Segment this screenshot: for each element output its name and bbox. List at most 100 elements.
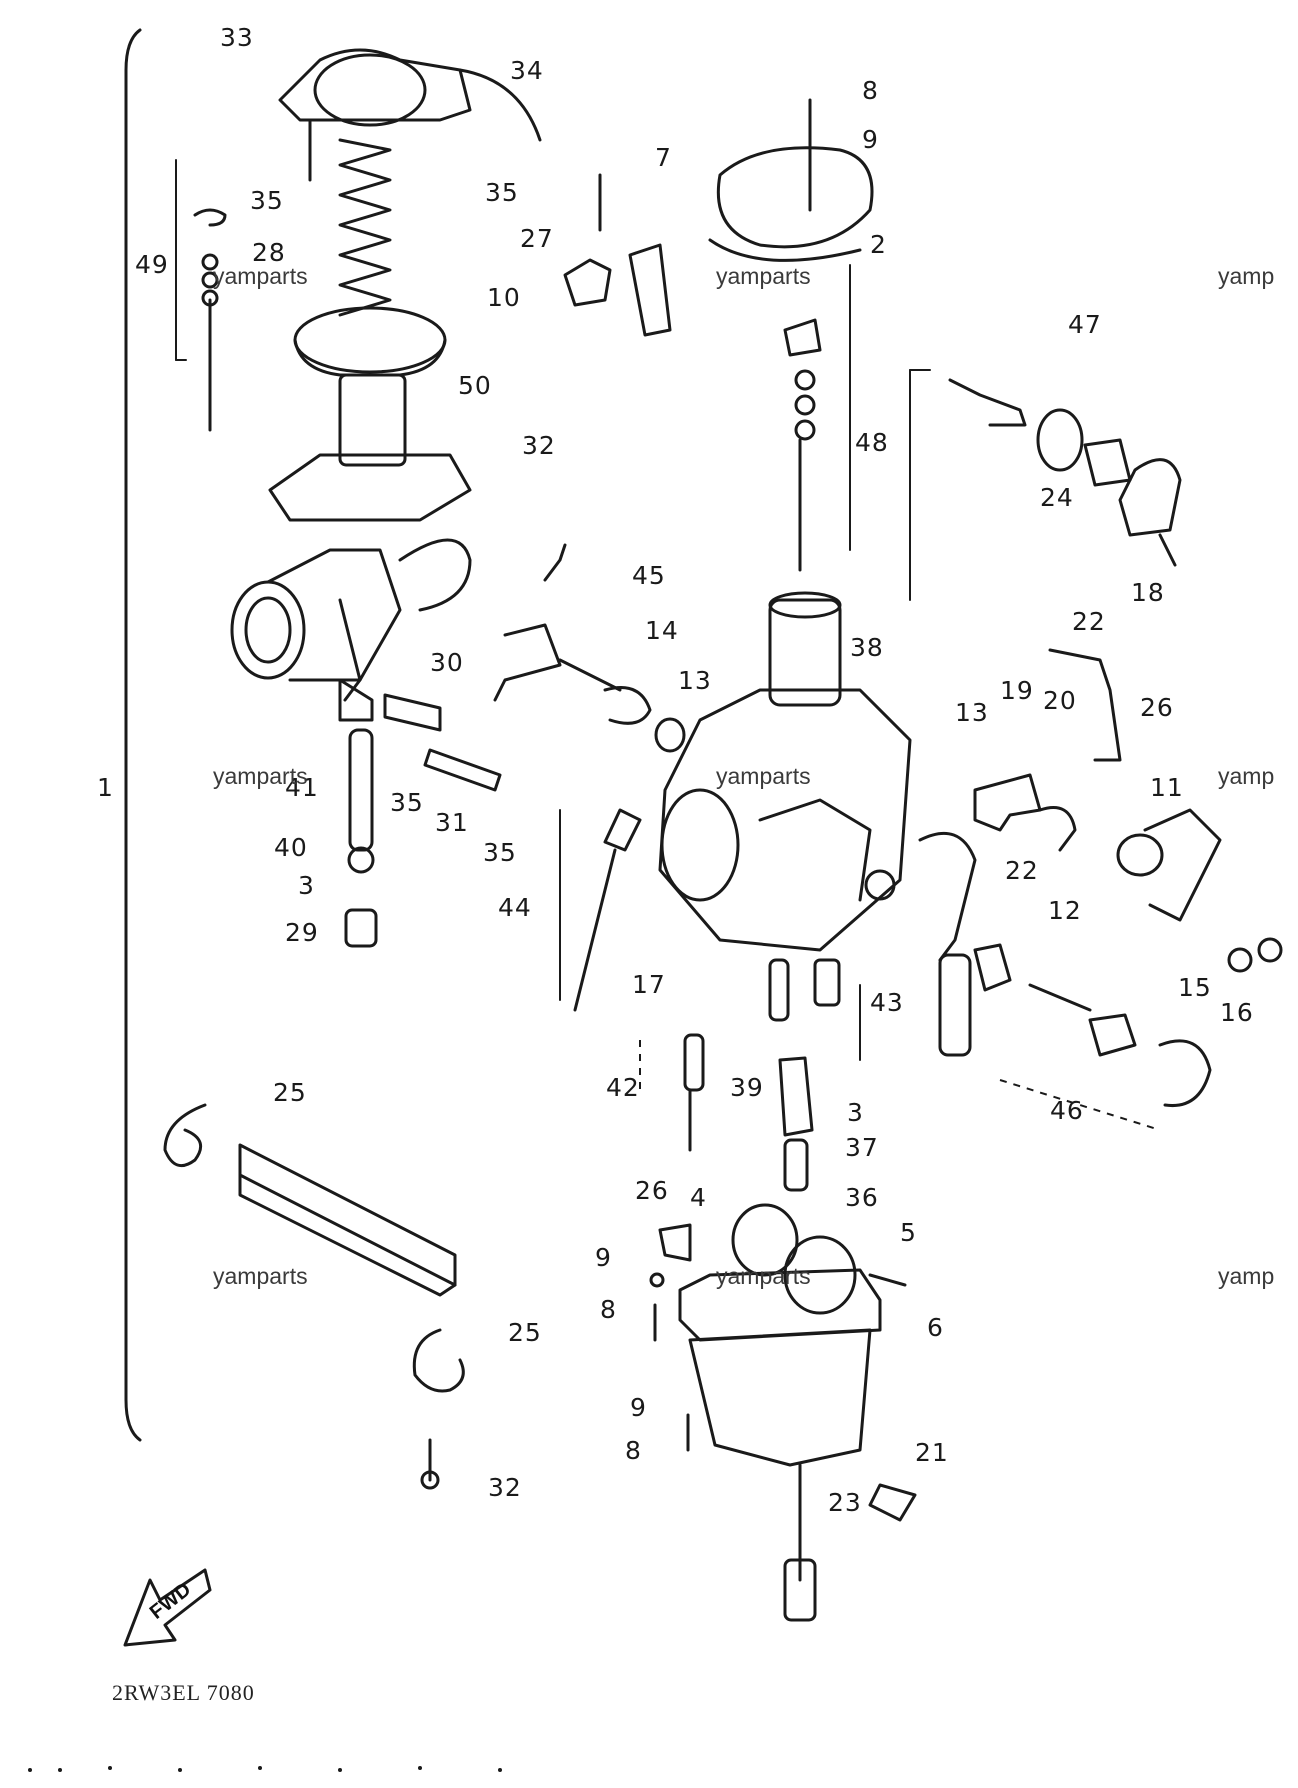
part-label-45: 45 [632, 561, 666, 590]
part-label-5: 5 [900, 1218, 917, 1247]
watermark: yamparts [213, 1263, 308, 1289]
drawing-code: 2RW3EL 7080 [112, 1680, 255, 1705]
part-label-3: 3 [298, 871, 315, 900]
diaphragm [268, 306, 472, 522]
return-spring-25a [163, 1103, 207, 1168]
part-label-35: 35 [390, 788, 424, 817]
main-jet-stack [683, 958, 841, 1192]
part-label-18: 18 [1131, 578, 1165, 607]
part-label-1: 1 [97, 773, 114, 802]
float-bowl [678, 1203, 917, 1622]
part-label-11: 11 [1150, 773, 1184, 802]
part-label-6: 6 [927, 1313, 944, 1342]
part-label-16: 16 [1220, 998, 1254, 1027]
watermark: yamparts [716, 1263, 811, 1289]
scan-noise [28, 1766, 502, 1772]
part-label-50: 50 [458, 371, 492, 400]
part-label-13: 13 [955, 698, 989, 727]
part-label-32: 32 [522, 431, 556, 460]
part-label-49: 49 [135, 250, 169, 279]
part-label-4: 4 [690, 1183, 707, 1212]
watermark: yamparts [716, 263, 811, 289]
carb-body-left [230, 538, 472, 702]
watermark: yamparts [716, 763, 811, 789]
part-label-47: 47 [1068, 310, 1102, 339]
fwd-arrow [123, 1568, 212, 1647]
watermark: yamp [1218, 763, 1275, 789]
part-label-9: 9 [595, 1243, 612, 1272]
throttle-spring [338, 138, 392, 317]
part-label-12: 12 [1048, 896, 1082, 925]
part-label-2: 2 [870, 230, 887, 259]
throttle-cable-bracket [973, 773, 1283, 973]
part-label-33: 33 [220, 23, 254, 52]
float-pin-parts [649, 1223, 692, 1452]
part-label-23: 23 [828, 1488, 862, 1517]
part-label-26: 26 [635, 1176, 669, 1205]
part-label-24: 24 [1040, 483, 1074, 512]
idle-mixture-screw [338, 678, 378, 948]
part-label-29: 29 [285, 918, 319, 947]
part-label-19: 19 [1000, 676, 1034, 705]
assembly-bracket [124, 28, 142, 1442]
part-label-31: 31 [435, 808, 469, 837]
part-label-15: 15 [1178, 973, 1212, 1002]
part-label-35: 35 [483, 838, 517, 867]
jet-needle-assembly [175, 159, 227, 432]
part-label-44: 44 [498, 893, 532, 922]
accelerator-pump-47 [909, 369, 1182, 601]
part-label-43: 43 [870, 988, 904, 1017]
part-label-37: 37 [845, 1133, 879, 1162]
part-label-41: 41 [285, 773, 319, 802]
watermark: yamparts [213, 263, 308, 289]
part-label-21: 21 [915, 1438, 949, 1467]
part-label-8: 8 [625, 1436, 642, 1465]
carb-top-cap [278, 48, 542, 182]
part-label-27: 27 [520, 224, 554, 253]
watermark: yamparts [213, 763, 308, 789]
part-label-22: 22 [1072, 607, 1106, 636]
part-label-42: 42 [606, 1073, 640, 1102]
air-screw-46 [973, 943, 1212, 1108]
part-label-17: 17 [632, 970, 666, 999]
part-label-8: 8 [600, 1295, 617, 1324]
part-label-9: 9 [862, 125, 879, 154]
part-label-10: 10 [487, 283, 521, 312]
part-label-38: 38 [850, 633, 884, 662]
part-label-25: 25 [508, 1318, 542, 1347]
part-label-34: 34 [510, 56, 544, 85]
part-label-48: 48 [855, 428, 889, 457]
idle-hose-22 [918, 648, 1122, 1057]
part-label-28: 28 [252, 238, 286, 267]
watermark: yamp [1218, 263, 1275, 289]
top-cover-2 [708, 98, 874, 262]
part-label-25: 25 [273, 1078, 307, 1107]
part-label-40: 40 [274, 833, 308, 862]
part-label-46: 46 [1050, 1096, 1084, 1125]
pilot-screw-30-31 [383, 693, 502, 792]
part-label-14: 14 [645, 616, 679, 645]
return-spring-25b [412, 1328, 465, 1393]
part-label-13: 13 [678, 666, 712, 695]
carb-main-body [658, 591, 912, 952]
screw-32b [420, 1438, 440, 1490]
throttle-stop-screw-44 [573, 808, 642, 1012]
watermark: yamp [1218, 1263, 1275, 1289]
part-label-30: 30 [430, 648, 464, 677]
part-label-35: 35 [250, 186, 284, 215]
part-label-8: 8 [862, 76, 879, 105]
part-label-22: 22 [1005, 856, 1039, 885]
part-label-20: 20 [1043, 686, 1077, 715]
part-label-35: 35 [485, 178, 519, 207]
part-label-3: 3 [847, 1098, 864, 1127]
part-label-9: 9 [630, 1393, 647, 1422]
jet-needle-48 [783, 264, 851, 572]
part-label-39: 39 [730, 1073, 764, 1102]
choke-lever-27 [563, 173, 672, 337]
throttle-plate [238, 1143, 457, 1297]
throttle-shaft-45 [493, 543, 686, 753]
part-label-32: 32 [488, 1473, 522, 1502]
part-label-26: 26 [1140, 693, 1174, 722]
part-label-7: 7 [655, 143, 672, 172]
